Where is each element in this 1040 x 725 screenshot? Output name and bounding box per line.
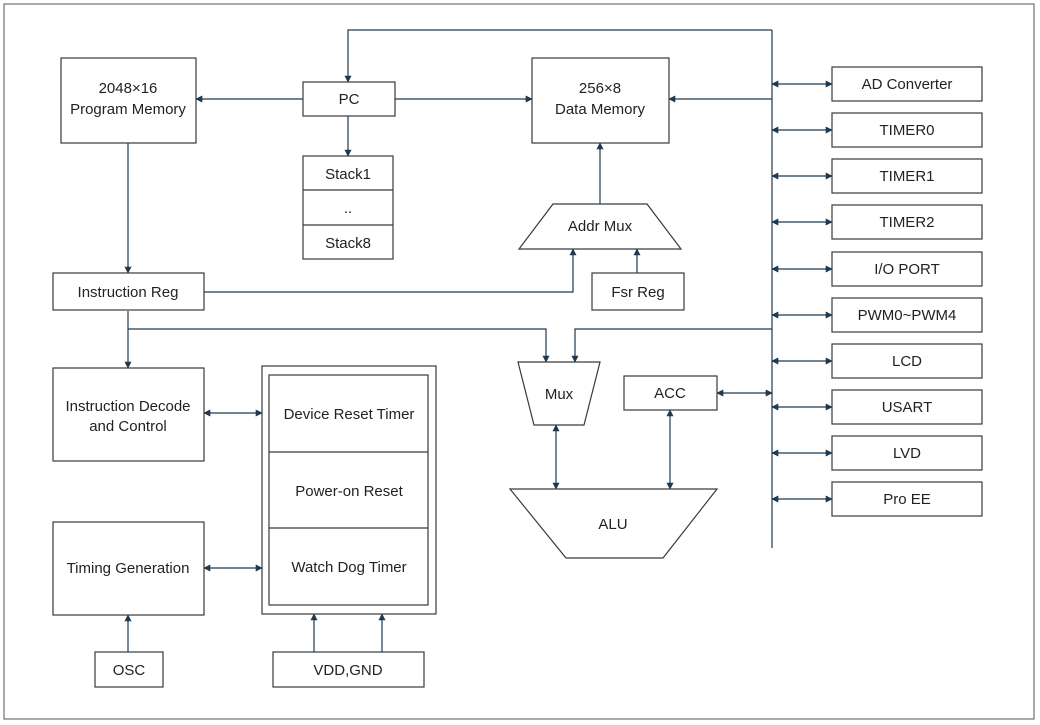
bus-to-mux	[571, 328, 772, 363]
stack-block: Stack1 .. Stack8	[302, 155, 394, 260]
data-memory-label: Data Memory	[555, 101, 646, 118]
program-memory-size: 2048×16	[99, 80, 158, 97]
peripheral-lcd: LCD	[831, 343, 983, 379]
peripheral-timer1: TIMER1	[831, 158, 983, 194]
bus-to-pc	[344, 29, 772, 83]
pc-block: PC	[302, 81, 396, 117]
addr-mux-label: Addr Mux	[568, 218, 633, 235]
vdd-gnd-label: VDD,GND	[313, 662, 382, 679]
pc-label: PC	[339, 91, 360, 108]
program-memory-label: Program Memory	[70, 101, 186, 118]
connections	[124, 29, 833, 652]
timing-generation-label: Timing Generation	[67, 560, 190, 577]
decode-label-line2: and Control	[89, 418, 167, 435]
peripheral-label: LVD	[893, 445, 921, 462]
data-memory-block: 256×8 Data Memory	[531, 57, 670, 144]
instruction-reg-label: Instruction Reg	[78, 284, 179, 301]
acc-block: ACC	[623, 375, 718, 411]
stack-ellipsis: ..	[344, 200, 352, 217]
alu-label: ALU	[598, 516, 627, 533]
peripheral-pwm: PWM0~PWM4	[831, 297, 983, 333]
decode-label-line1: Instruction Decode	[65, 398, 190, 415]
peripheral-pro-ee: Pro EE	[831, 481, 983, 517]
instruction-reg-block: Instruction Reg	[52, 272, 205, 311]
peripheral-label: TIMER1	[879, 168, 934, 185]
peripheral-io-port: I/O PORT	[831, 251, 983, 287]
program-memory-block: 2048×16 Program Memory	[60, 57, 197, 144]
peripheral-label: Pro EE	[883, 491, 931, 508]
osc-block: OSC	[94, 651, 164, 688]
data-memory-size: 256×8	[579, 80, 621, 97]
peripheral-label: I/O PORT	[874, 261, 940, 278]
acc-label: ACC	[654, 385, 686, 402]
peripheral-timer0: TIMER0	[831, 112, 983, 148]
stack1-label: Stack1	[325, 166, 371, 183]
stack8-label: Stack8	[325, 235, 371, 252]
peripheral-lvd: LVD	[831, 435, 983, 471]
osc-label: OSC	[113, 662, 146, 679]
peripheral-label: USART	[882, 399, 933, 416]
peripheral-timer2: TIMER2	[831, 204, 983, 240]
addr-mux-block: Addr Mux	[517, 203, 683, 250]
instruction-decode-block: Instruction Decode and Control	[52, 367, 205, 462]
peripheral-label: TIMER2	[879, 214, 934, 231]
peripheral-column: AD Converter TIMER0 TIMER1 TIMER2 I/O PO…	[831, 66, 983, 517]
watch-dog-timer-label: Watch Dog Timer	[291, 559, 406, 576]
peripheral-label: LCD	[892, 353, 922, 370]
peripheral-label: AD Converter	[862, 76, 953, 93]
reset-timer-block: Device Reset Timer Power-on Reset Watch …	[261, 365, 437, 615]
peripheral-label: PWM0~PWM4	[858, 307, 957, 324]
timing-generation-block: Timing Generation	[52, 521, 205, 616]
instruction-reg-to-addr-mux	[204, 248, 577, 293]
instruction-to-mux	[128, 328, 550, 363]
device-reset-timer-label: Device Reset Timer	[284, 406, 415, 423]
outer-frame	[3, 3, 1035, 720]
alu-block: ALU	[508, 488, 719, 559]
peripheral-ad-converter: AD Converter	[831, 66, 983, 102]
mux-block: Mux	[517, 361, 601, 426]
vdd-gnd-block: VDD,GND	[272, 651, 425, 688]
peripheral-usart: USART	[831, 389, 983, 425]
fsr-reg-block: Fsr Reg	[591, 272, 685, 311]
mux-label: Mux	[545, 386, 574, 403]
peripheral-label: TIMER0	[879, 122, 934, 139]
fsr-reg-label: Fsr Reg	[611, 284, 664, 301]
power-on-reset-label: Power-on Reset	[295, 483, 403, 500]
